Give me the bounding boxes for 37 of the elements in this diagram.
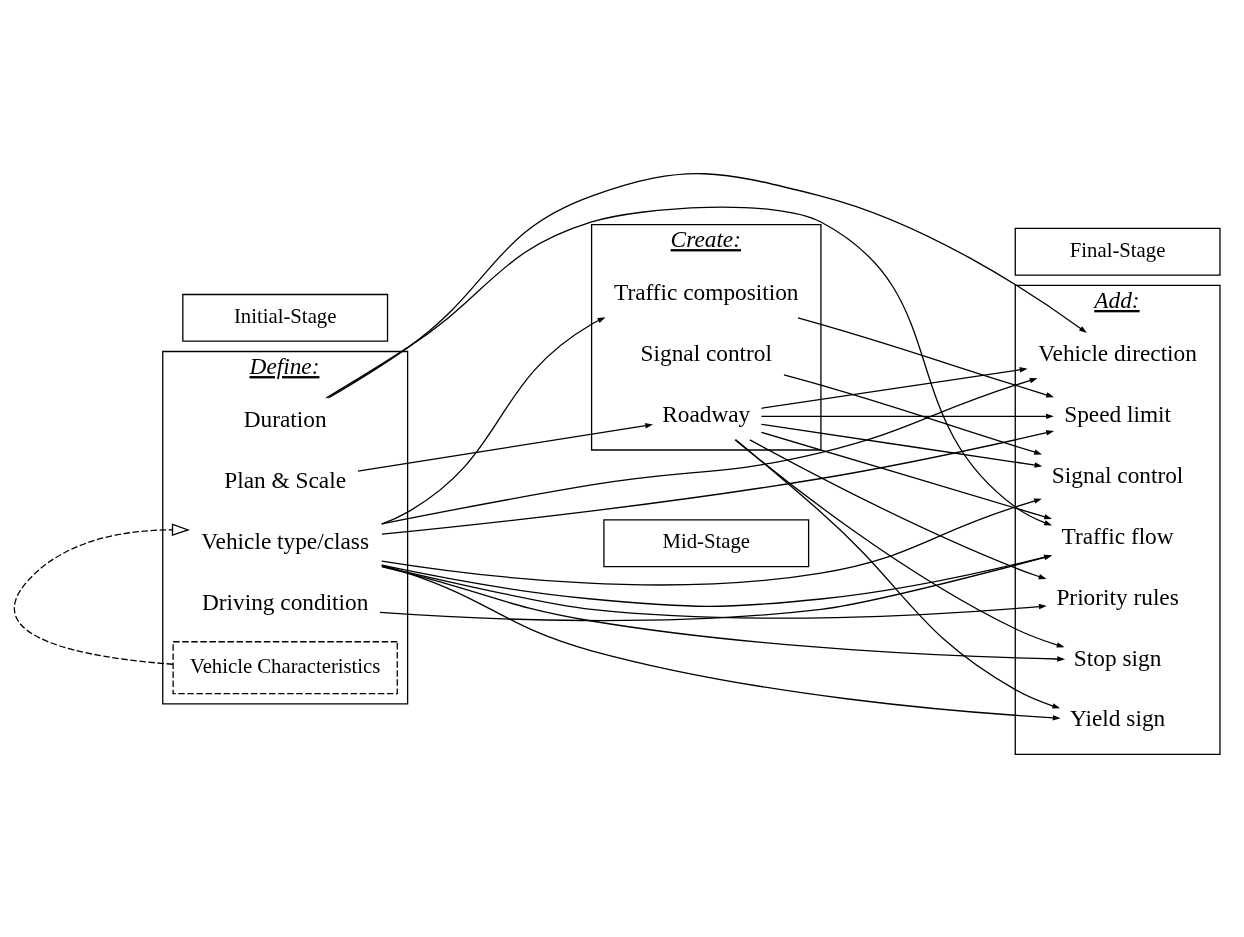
node-text: Priority rules [1056,583,1179,610]
arrow [734,438,1065,648]
node-text: Plan & Scale [224,466,347,493]
arrow [797,316,1055,397]
node-text: Vehicle type/class [201,527,370,554]
node-text: Speed limit [1064,400,1172,427]
arrow [783,373,1043,455]
arrow [381,316,606,525]
arrow [357,422,654,472]
node-text: Signal control [1051,461,1184,488]
arrow [381,377,1038,524]
node-text: Traffic flow [1061,522,1174,549]
arrow [760,423,1043,468]
arrow [327,172,1087,399]
arrow [381,497,1042,586]
arrow [760,366,1028,409]
node-text: Yield sign [1070,704,1166,731]
node-box: Vehicle Characteristics [172,640,398,694]
node-box: Mid-Stage [603,518,810,567]
node-text: Duration [243,405,327,432]
arrow [760,413,1054,419]
node-box: Final-Stage [1014,227,1221,276]
arrow [325,206,1053,525]
node-box: Initial-Stage [182,293,389,342]
node-text: Stop sign [1073,644,1162,671]
arrow [749,438,1047,579]
arrow [381,429,1054,535]
arrow [760,431,1053,519]
node-text: Signal control [640,339,772,366]
node-text: Roadway [662,400,751,427]
arrow [381,565,1065,662]
node-text: Traffic composition [613,278,799,305]
arrow [735,438,1061,709]
node-text: Vehicle direction [1038,339,1197,366]
arrow [13,522,191,665]
node-text: Driving condition [201,588,369,615]
arrow [381,564,1061,720]
